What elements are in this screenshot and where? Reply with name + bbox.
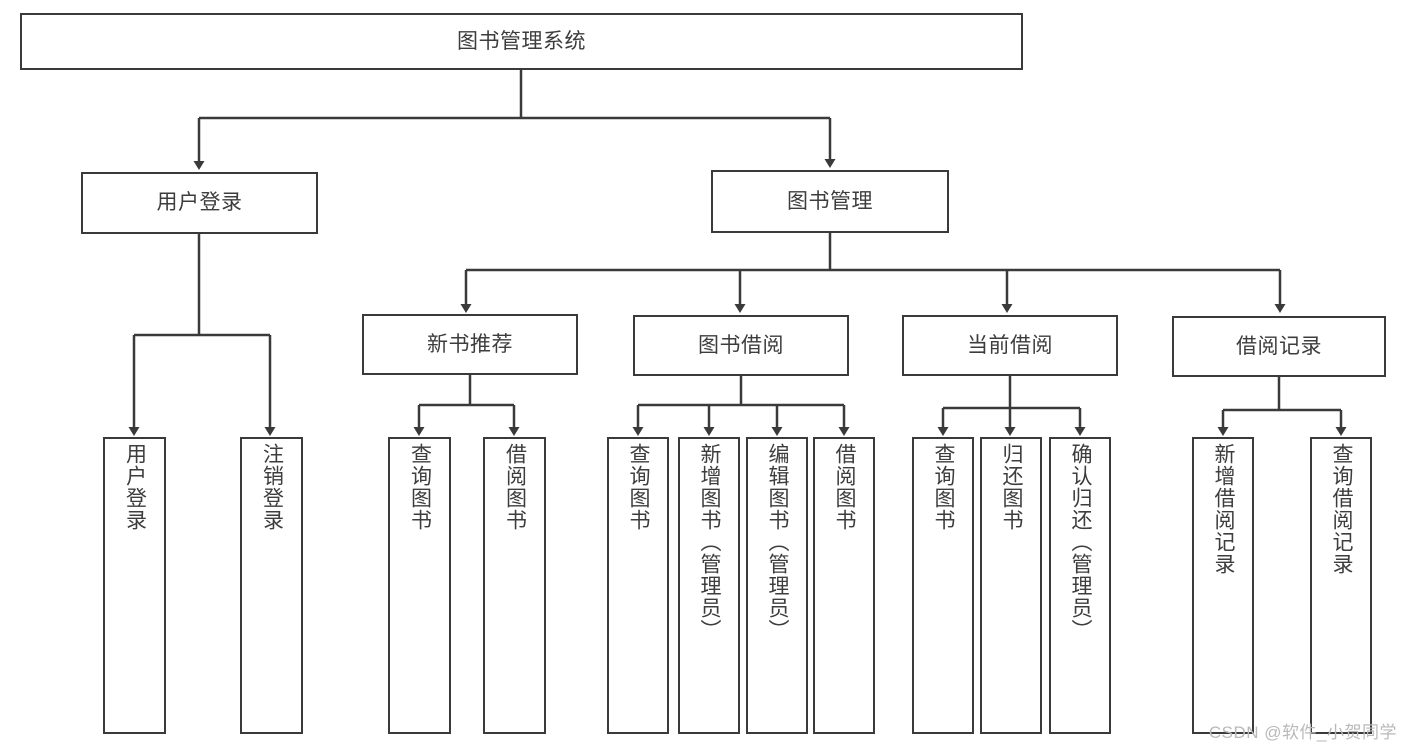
leaf-logout-label: 注销登录 — [260, 443, 284, 531]
node-user-login-label: 用户登录 — [156, 191, 243, 215]
leaf-cb-confirm-return-label: 确认归还（管理员） — [1069, 443, 1093, 641]
leaf-cb-return-book-label: 归还图书 — [1000, 443, 1024, 531]
leaf-bb-add-book-label: 新增图书（管理员） — [698, 443, 722, 641]
leaf-nb-borrow-book[interactable]: 借阅图书 — [483, 437, 546, 734]
leaf-bb-edit-book[interactable]: 编辑图书（管理员） — [746, 437, 808, 734]
node-book-manage-label: 图书管理 — [787, 189, 873, 213]
node-book-borrow-label: 图书借阅 — [698, 333, 784, 357]
leaf-bb-query-book[interactable]: 查询图书 — [607, 437, 669, 734]
node-root-label: 图书管理系统 — [457, 29, 586, 53]
leaf-cb-confirm-return[interactable]: 确认归还（管理员） — [1049, 437, 1111, 734]
node-user-login[interactable]: 用户登录 — [81, 172, 318, 234]
leaf-nb-borrow-book-label: 借阅图书 — [503, 443, 527, 531]
leaf-cb-query-book-label: 查询图书 — [932, 443, 956, 531]
leaf-user-login-label: 用户登录 — [123, 443, 147, 531]
node-current-borrow-label: 当前借阅 — [967, 333, 1053, 357]
node-book-borrow[interactable]: 图书借阅 — [633, 315, 849, 376]
node-book-manage[interactable]: 图书管理 — [711, 170, 949, 233]
leaf-cb-query-book[interactable]: 查询图书 — [912, 437, 974, 734]
node-current-borrow[interactable]: 当前借阅 — [902, 315, 1118, 376]
node-new-book-recommend[interactable]: 新书推荐 — [362, 314, 578, 375]
leaf-bb-borrow-book-label: 借阅图书 — [833, 443, 857, 531]
node-borrow-record-label: 借阅记录 — [1236, 334, 1322, 358]
node-root[interactable]: 图书管理系统 — [20, 13, 1023, 70]
leaf-bb-edit-book-label: 编辑图书（管理员） — [766, 443, 790, 641]
leaf-bb-borrow-book[interactable]: 借阅图书 — [813, 437, 875, 734]
leaf-br-query-record-label: 查询借阅记录 — [1330, 443, 1354, 575]
leaf-nb-query-book-label: 查询图书 — [408, 443, 432, 531]
leaf-nb-query-book[interactable]: 查询图书 — [388, 437, 451, 734]
leaf-bb-query-book-label: 查询图书 — [627, 443, 651, 531]
csdn-watermark: CSDN @软件_小贺同学 — [1208, 723, 1397, 742]
leaf-br-add-record[interactable]: 新增借阅记录 — [1192, 437, 1254, 734]
leaf-br-add-record-label: 新增借阅记录 — [1212, 443, 1236, 575]
leaf-user-login[interactable]: 用户登录 — [103, 437, 166, 734]
leaf-bb-add-book[interactable]: 新增图书（管理员） — [678, 437, 740, 734]
leaf-br-query-record[interactable]: 查询借阅记录 — [1310, 437, 1372, 734]
node-new-book-recommend-label: 新书推荐 — [427, 332, 513, 356]
leaf-logout[interactable]: 注销登录 — [240, 437, 303, 734]
node-borrow-record[interactable]: 借阅记录 — [1172, 316, 1386, 377]
leaf-cb-return-book[interactable]: 归还图书 — [980, 437, 1042, 734]
